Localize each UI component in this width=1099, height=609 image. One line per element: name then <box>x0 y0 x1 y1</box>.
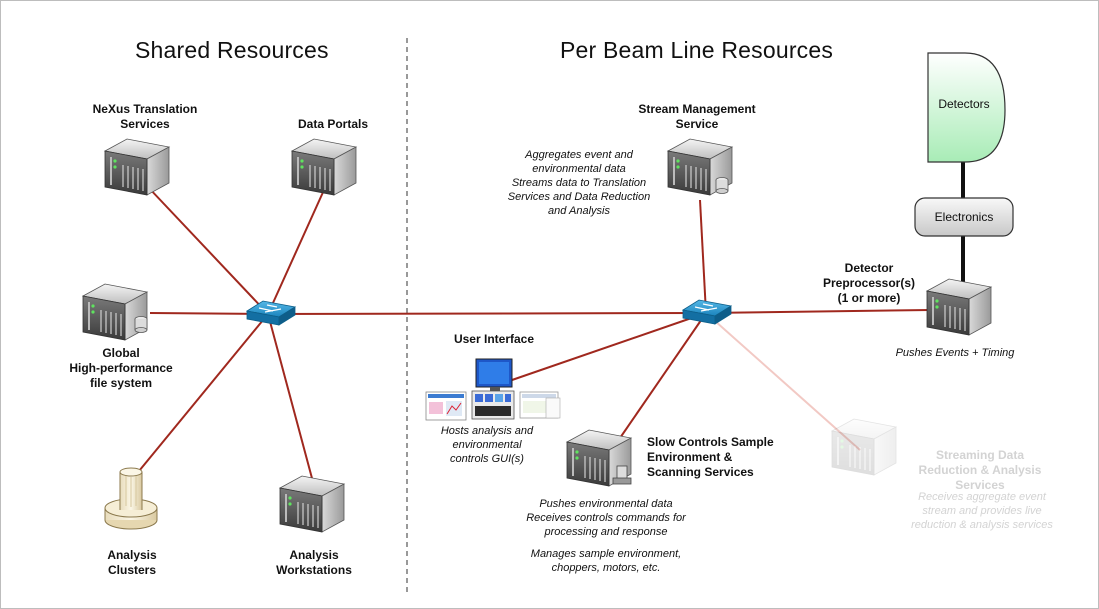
disk-icon <box>715 177 729 194</box>
preprocessor-server-icon <box>926 278 992 336</box>
link-slow-controls <box>619 312 707 439</box>
label-detector-preprocessor: Detector Preprocessor(s) (1 or more) <box>822 261 916 305</box>
disk-icon <box>134 316 148 333</box>
electronics-box <box>914 197 1014 237</box>
sample-device-icon <box>612 465 632 485</box>
link-nexus <box>147 186 269 315</box>
analysis-cluster-icon <box>104 467 158 530</box>
link-backbone <box>267 312 707 315</box>
label-streaming-data-services: Streaming Data Reduction & Analysis Serv… <box>918 448 1042 492</box>
label-stream-management-service: Stream Management Service <box>638 102 756 131</box>
note-streaming-data: Receives aggregate event stream and prov… <box>911 491 1053 531</box>
link-data-portals <box>267 189 325 315</box>
label-detectors: Detectors <box>938 97 990 111</box>
link-streaming-data <box>705 312 861 451</box>
detectors-shape <box>927 52 1006 163</box>
link-analysis-clusters <box>129 313 269 483</box>
link-user-interface <box>511 312 707 381</box>
user-interface-icon <box>425 358 561 421</box>
label-slow-controls: Slow Controls Sample Environment & Scann… <box>647 435 774 479</box>
workstation-server-icon <box>279 475 345 533</box>
data-portals-server-icon <box>291 138 357 196</box>
note-detector-preprocessor: Pushes Events + Timing <box>895 347 1015 359</box>
label-electronics: Electronics <box>934 210 994 224</box>
link-detector-preproc <box>705 309 931 314</box>
network-switch-shared <box>246 300 296 326</box>
label-global-file-system: Global High-performance file system <box>69 346 173 390</box>
label-analysis-clusters: Analysis Clusters <box>107 548 157 577</box>
network-switch-beamline <box>682 299 732 325</box>
note-slow-controls-b: Manages sample environment, choppers, mo… <box>530 548 682 574</box>
nexus-server-icon <box>104 138 170 196</box>
links <box>129 162 965 483</box>
link-stream-mgmt <box>699 199 707 314</box>
label-nexus-translation-services: NeXus Translation Services <box>92 102 198 131</box>
label-analysis-workstations: Analysis Workstations <box>276 548 352 577</box>
note-user-interface: Hosts analysis and environmental control… <box>440 425 534 465</box>
note-stream-management: Aggregates event and environmental data … <box>507 149 651 217</box>
heading-per-beam-line-resources: Per Beam Line Resources <box>560 37 834 63</box>
note-slow-controls-a: Pushes environmental data Receives contr… <box>526 498 686 538</box>
label-user-interface: User Interface <box>453 332 535 346</box>
streaming-data-server-icon <box>831 418 897 476</box>
heading-shared-resources: Shared Resources <box>135 37 329 63</box>
link-analysis-workstations <box>267 313 314 483</box>
label-data-portals: Data Portals <box>297 117 369 131</box>
